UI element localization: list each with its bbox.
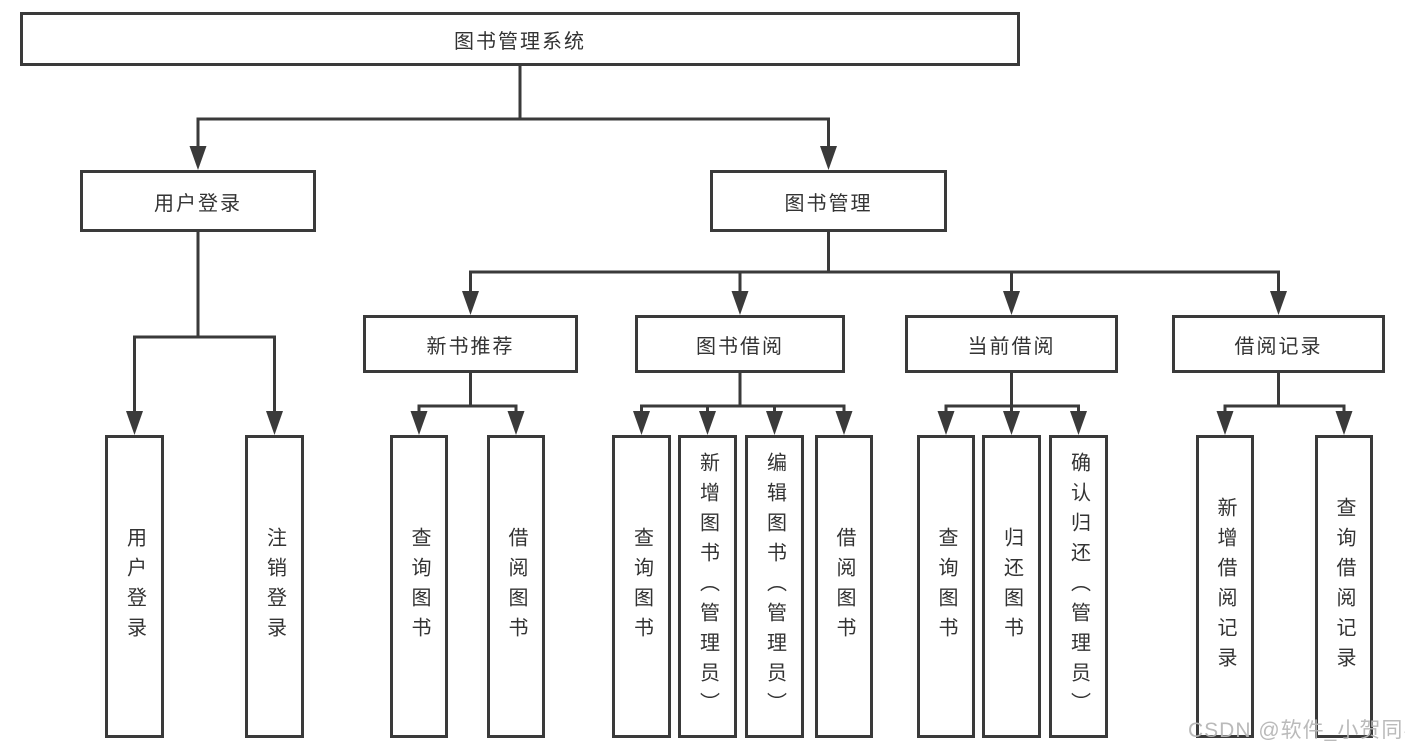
node-book-borrowing-label: 图书借阅 bbox=[696, 335, 784, 358]
node-leaf-borrow-books-2: 借阅图书 bbox=[815, 435, 873, 738]
node-leaf-borrow-books-1-label: 借阅图书 bbox=[505, 526, 527, 647]
node-leaf-add-borrow-record-label: 新增借阅记录 bbox=[1214, 496, 1236, 677]
node-new-book-recommendation-label: 新书推荐 bbox=[426, 335, 515, 358]
node-leaf-user-login-label: 用户登录 bbox=[123, 526, 146, 647]
node-borrowing-records-label: 借阅记录 bbox=[1234, 335, 1323, 358]
node-current-borrowing-label: 当前借阅 bbox=[967, 335, 1056, 358]
node-leaf-query-books-3: 查询图书 bbox=[917, 435, 975, 738]
node-leaf-confirm-return-admin: 确认归还（管理员） bbox=[1049, 435, 1108, 738]
node-user-login-branch-label: 用户登录 bbox=[154, 192, 242, 215]
node-user-login-branch: 用户登录 bbox=[80, 170, 316, 232]
node-book-borrowing: 图书借阅 bbox=[635, 315, 845, 373]
node-leaf-query-books-2-label: 查询图书 bbox=[630, 526, 653, 647]
node-root-label: 图书管理系统 bbox=[454, 30, 586, 53]
node-leaf-borrow-books-1: 借阅图书 bbox=[487, 435, 545, 738]
node-leaf-query-books-1: 查询图书 bbox=[390, 435, 448, 738]
node-leaf-return-book: 归还图书 bbox=[982, 435, 1041, 738]
node-leaf-add-book-admin-label: 新增图书（管理员） bbox=[696, 451, 719, 722]
node-leaf-borrow-books-2-label: 借阅图书 bbox=[833, 526, 855, 647]
node-leaf-logout: 注销登录 bbox=[245, 435, 304, 738]
node-leaf-query-books-3-label: 查询图书 bbox=[935, 526, 957, 647]
node-leaf-confirm-return-admin-label: 确认归还（管理员） bbox=[1067, 451, 1090, 722]
node-new-book-recommendation: 新书推荐 bbox=[363, 315, 578, 373]
node-leaf-return-book-label: 归还图书 bbox=[1000, 526, 1023, 647]
node-leaf-add-book-admin: 新增图书（管理员） bbox=[678, 435, 737, 738]
node-leaf-user-login: 用户登录 bbox=[105, 435, 164, 738]
node-root: 图书管理系统 bbox=[20, 12, 1020, 66]
watermark: CSDN @软件_小贺同学 bbox=[1188, 719, 1405, 742]
node-leaf-edit-book-admin: 编辑图书（管理员） bbox=[745, 435, 804, 738]
node-leaf-query-borrow-record-label: 查询借阅记录 bbox=[1333, 496, 1355, 677]
node-leaf-query-books-1-label: 查询图书 bbox=[408, 526, 430, 647]
node-current-borrowing: 当前借阅 bbox=[905, 315, 1118, 373]
node-borrowing-records: 借阅记录 bbox=[1172, 315, 1385, 373]
node-leaf-edit-book-admin-label: 编辑图书（管理员） bbox=[763, 451, 786, 722]
node-leaf-query-borrow-record: 查询借阅记录 bbox=[1315, 435, 1373, 738]
node-leaf-query-books-2: 查询图书 bbox=[612, 435, 671, 738]
node-book-management-branch: 图书管理 bbox=[710, 170, 947, 232]
node-book-management-branch-label: 图书管理 bbox=[784, 192, 873, 215]
node-leaf-logout-label: 注销登录 bbox=[263, 526, 286, 647]
node-leaf-add-borrow-record: 新增借阅记录 bbox=[1196, 435, 1254, 738]
